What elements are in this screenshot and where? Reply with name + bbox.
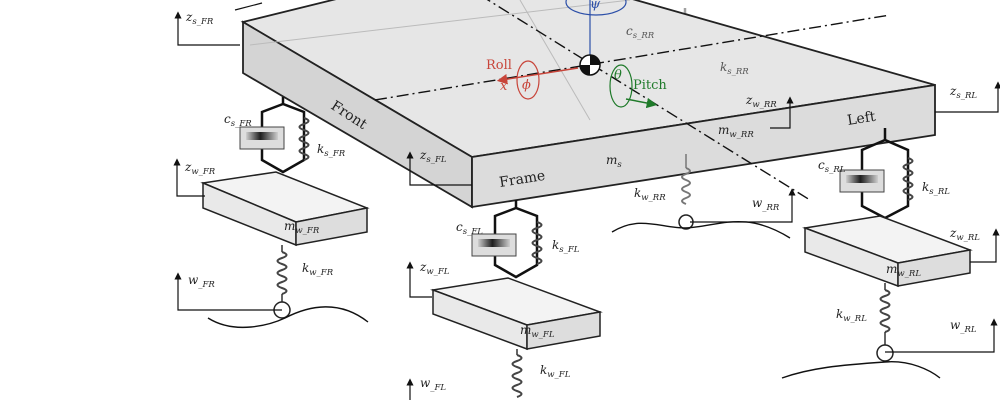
label-kw-fl: kw_FL bbox=[540, 363, 571, 380]
label-mw-fl: mw_FL bbox=[520, 323, 555, 340]
roll-angle-label: ϕ bbox=[522, 78, 531, 93]
sprung-mass-label: ms bbox=[606, 153, 622, 170]
front-left-corner bbox=[430, 200, 603, 398]
label-cs-rl: cs_RL bbox=[818, 158, 846, 175]
front-right-road-profile bbox=[207, 306, 369, 329]
rear-left-corner bbox=[802, 128, 973, 362]
left-face-label: Left bbox=[846, 109, 877, 129]
label-ks-fr: ks_FR bbox=[317, 142, 346, 159]
roll-indicator bbox=[496, 60, 579, 100]
label-w-rr: w_RR bbox=[752, 196, 780, 213]
label-cs-fl: cs_FL bbox=[456, 220, 483, 237]
label-zw-rl: zw_RL bbox=[949, 226, 980, 243]
rear-right-road-profile bbox=[611, 220, 791, 239]
variable-labels: zs_FR zs_FL zs_RL cs_FR ks_FR cs_FL ks_FL cs_RR… bbox=[184, 10, 980, 393]
label-zw-rr: zw_RR bbox=[745, 93, 777, 110]
label-zw-fl: zw_FL bbox=[419, 260, 450, 277]
label-kw-rr: kw_RR bbox=[634, 186, 666, 203]
frame-label: Frame bbox=[498, 168, 546, 191]
pitch-label: Pitch bbox=[633, 78, 667, 93]
label-zw-fr: zw_FR bbox=[184, 160, 216, 177]
label-zs-fr: zs_FR bbox=[185, 10, 214, 27]
label-kw-fr: kw_FR bbox=[302, 261, 334, 278]
roll-label: Roll bbox=[486, 58, 512, 73]
label-ks-rr: ks_RR bbox=[720, 60, 749, 77]
label-w-fr: w_FR bbox=[188, 273, 215, 290]
pitch-angle-label: θ bbox=[614, 68, 622, 83]
label-cs-fr: cs_FR bbox=[224, 112, 252, 129]
frame-left-face bbox=[471, 83, 936, 209]
label-cs-rr: cs_RR bbox=[626, 24, 655, 41]
label-mw-rr: mw_RR bbox=[718, 123, 754, 140]
label-mw-fr: mw_FR bbox=[284, 219, 320, 236]
label-w-rl: w_RL bbox=[950, 318, 977, 335]
roll-axis-label: x bbox=[500, 79, 508, 94]
label-zs-fl: zs_FL bbox=[419, 148, 447, 165]
label-ks-rl: ks_RL bbox=[922, 180, 950, 197]
label-mw-rl: mw_RL bbox=[886, 262, 921, 279]
yaw-angle-label: ψ bbox=[590, 0, 601, 12]
label-ks-fl: ks_FL bbox=[552, 238, 580, 255]
label-zs-rl: zs_RL bbox=[949, 84, 977, 101]
sprung-mass-frame bbox=[240, 0, 936, 209]
rear-left-road-profile bbox=[781, 361, 941, 379]
label-w-fl: w_FL bbox=[420, 376, 446, 393]
front-right-corner bbox=[200, 97, 370, 319]
center-of-gravity bbox=[565, 0, 627, 76]
rear-right-tire-spring bbox=[678, 154, 694, 230]
coordinate-arrows bbox=[173, 2, 1000, 400]
pitch-indicator bbox=[609, 64, 658, 109]
label-kw-rl: kw_RL bbox=[836, 307, 867, 324]
